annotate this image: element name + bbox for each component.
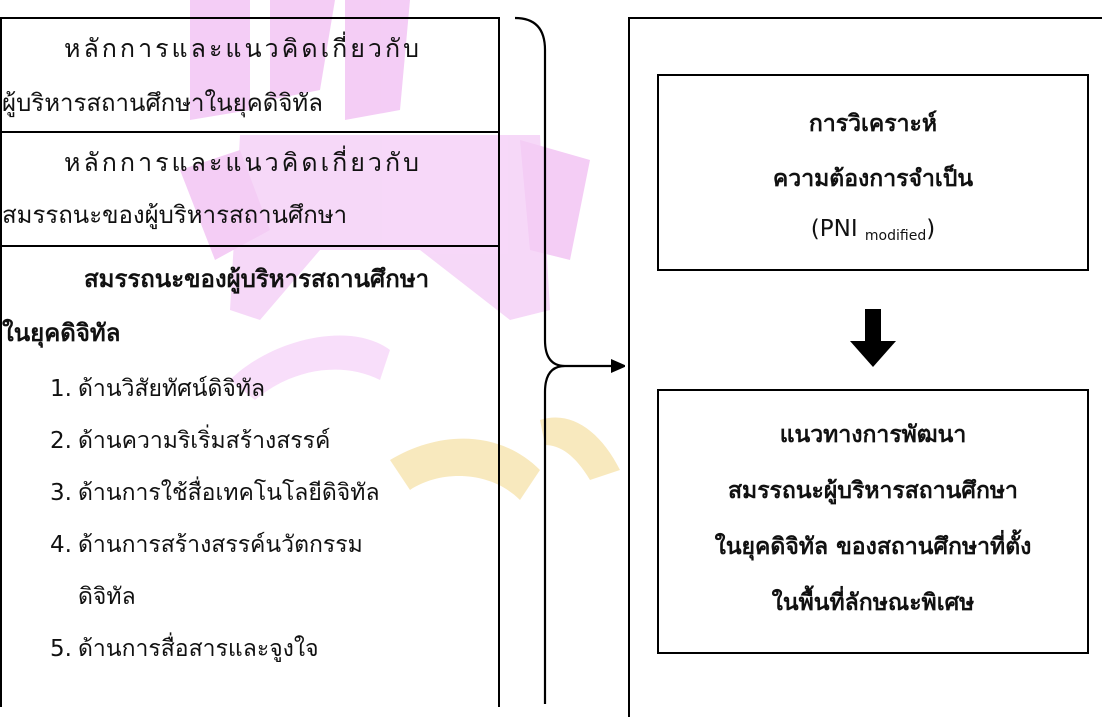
competency-item: 1.ด้านวิสัยทัศน์ดิจิทัล: [50, 376, 266, 402]
pni-box-line-1: การวิเคราะห์: [808, 111, 938, 137]
concept-box-1-line-2: ผู้บริหารสถานศึกษาในยุคดิจิทัล: [2, 89, 323, 117]
down-arrow-icon: [850, 309, 896, 367]
concept-box-digital-administrators: หลักการและแนวคิดเกี่ยวกับ ผู้บริหารสถานศ…: [0, 17, 500, 133]
pni-analysis-box: การวิเคราะห์ ความต้องการจำเป็น (PNI modi…: [657, 74, 1089, 271]
guideline-line-1: แนวทางการพัฒนา: [779, 422, 967, 448]
competency-list-box: สมรรถนะของผู้บริหารสถานศึกษา ในยุคดิจิทั…: [0, 247, 500, 707]
concept-box-1-line-1: หลักการและแนวคิดเกี่ยวกับ: [64, 34, 422, 63]
competency-item: 2.ด้านความริเริ่มสร้างสรรค์: [50, 428, 331, 454]
right-brace-connector: [514, 16, 625, 704]
competency-item-continuation: ดิจิทัล: [78, 584, 136, 610]
concept-box-2-line-2: สมรรถนะของผู้บริหารสถานศึกษา: [2, 201, 348, 229]
competency-title-line-1: สมรรถนะของผู้บริหารสถานศึกษา: [84, 265, 430, 293]
input-concepts-column: หลักการและแนวคิดเกี่ยวกับ ผู้บริหารสถานศ…: [0, 17, 500, 707]
competency-item: 3.ด้านการใช้สื่อเทคโนโลยีดิจิทัล: [50, 480, 380, 506]
pni-box-line-2: ความต้องการจำเป็น: [772, 166, 974, 192]
analysis-frame: การวิเคราะห์ ความต้องการจำเป็น (PNI modi…: [628, 17, 1102, 717]
competency-title-line-2: ในยุคดิจิทัล: [2, 319, 121, 347]
competency-list: 1.ด้านวิสัยทัศน์ดิจิทัล 2.ด้านความริเริ่…: [50, 363, 380, 675]
concept-box-2-line-1: หลักการและแนวคิดเกี่ยวกับ: [64, 148, 422, 177]
pni-box-line-3: (PNI modified): [810, 216, 936, 244]
concept-box-administrator-competency: หลักการและแนวคิดเกี่ยวกับ สมรรถนะของผู้บ…: [0, 133, 500, 247]
guideline-line-3: ในยุคดิจิทัล ของสถานศึกษาที่ตั้ง: [714, 534, 1032, 560]
guideline-line-4: ในพื้นที่ลักษณะพิเศษ: [771, 590, 975, 616]
competency-item: 5.ด้านการสื่อสารและจูงใจ: [50, 636, 319, 662]
guideline-line-2: สมรรถนะผู้บริหารสถานศึกษา: [728, 478, 1018, 504]
competency-item: 4.ด้านการสร้างสรรค์นวัตกรรม: [50, 532, 363, 558]
development-guidelines-box: แนวทางการพัฒนา สมรรถนะผู้บริหารสถานศึกษา…: [657, 389, 1089, 654]
